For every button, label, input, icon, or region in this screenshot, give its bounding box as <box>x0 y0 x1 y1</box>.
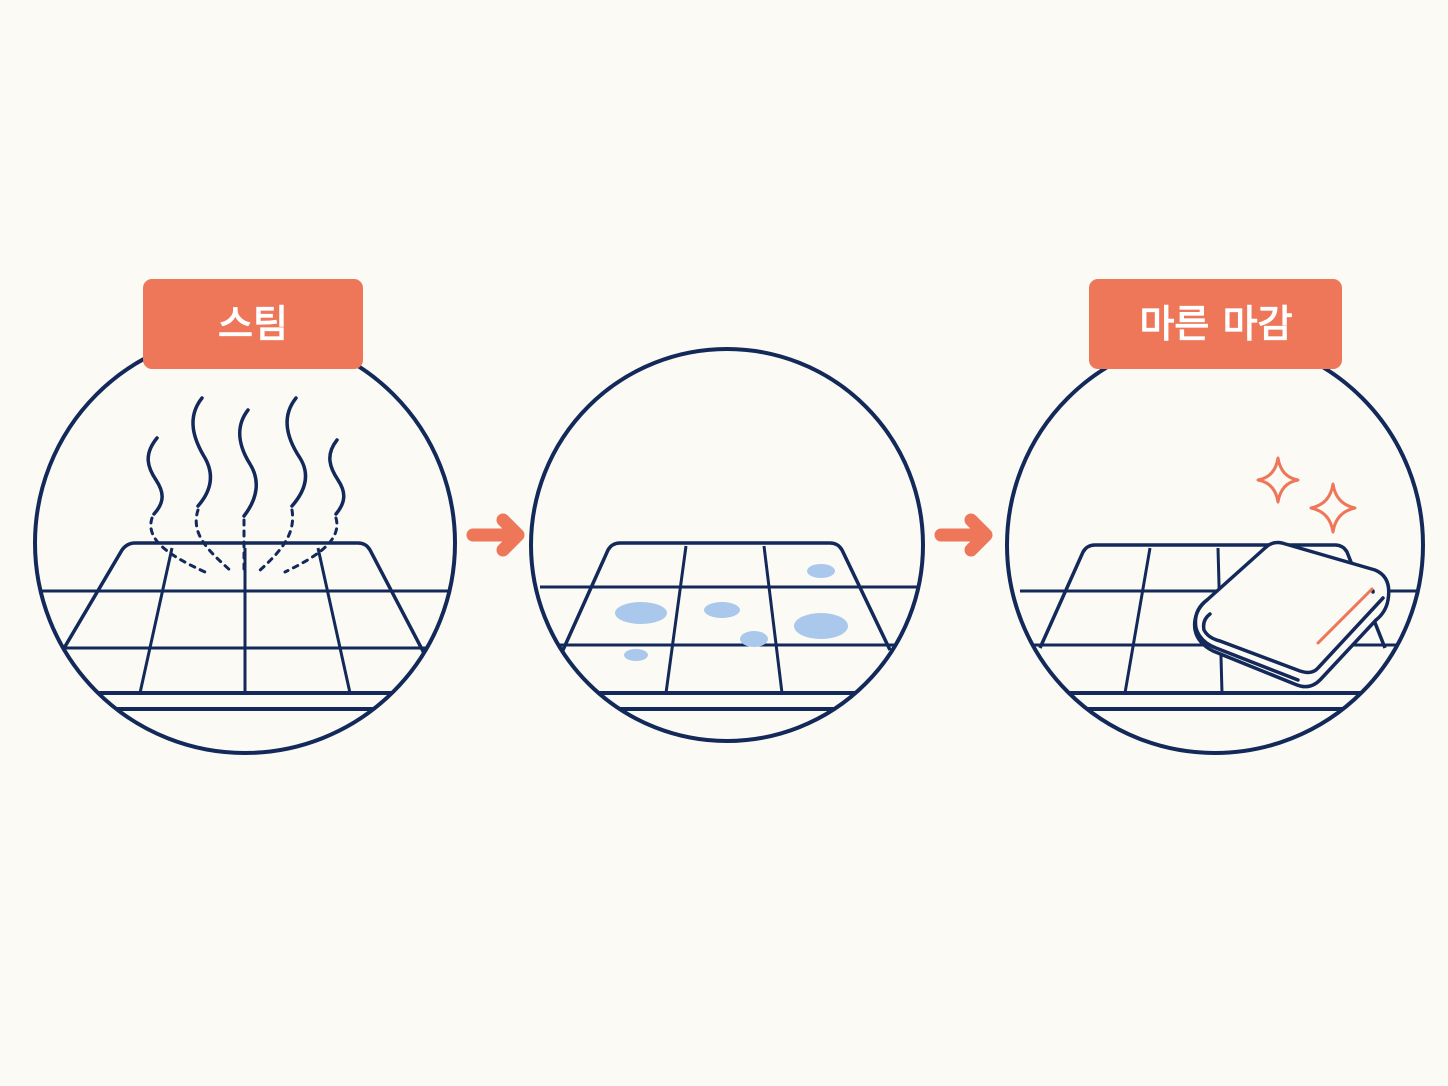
step-wet-floor <box>529 347 925 743</box>
folded-towel-icon <box>1192 540 1391 689</box>
step-1-label-badge: 스팀 <box>143 279 363 369</box>
step-3-label-badge: 마른 마감 <box>1089 279 1342 369</box>
step-3-label: 마른 마감 <box>1139 302 1292 346</box>
arrow-right-icon <box>466 513 525 557</box>
step-dry-finish: 마른 마감 <box>1005 279 1425 755</box>
steam-dotted-trail-icon <box>149 508 339 574</box>
step-1-label: 스팀 <box>218 302 288 346</box>
sparkle-icon <box>1256 456 1357 534</box>
water-droplet-icon <box>615 564 848 661</box>
step-2-circle <box>529 347 925 743</box>
step-steam: 스팀 <box>33 279 457 755</box>
steam-wave-icon <box>146 396 346 518</box>
arrow-right-icon <box>934 513 993 557</box>
